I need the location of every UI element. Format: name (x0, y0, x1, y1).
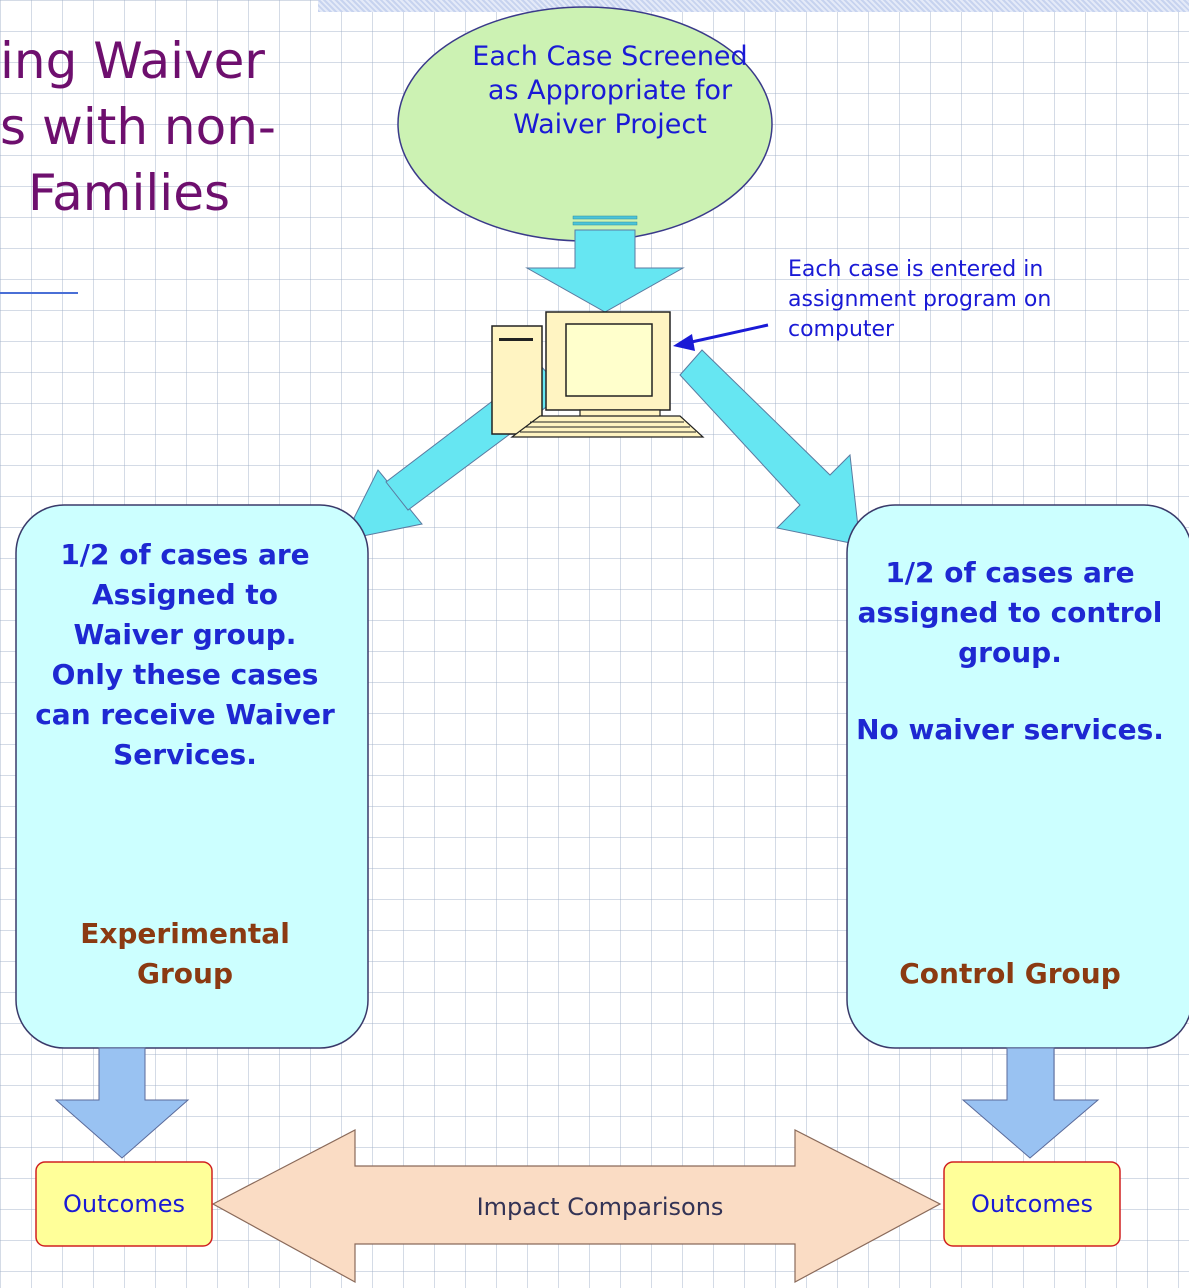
title-line-1: ing Waiver (0, 32, 265, 90)
impact-comparisons-label: Impact Comparisons (476, 1193, 724, 1221)
experimental-box (15, 504, 369, 1049)
experimental-group-label: Experimental Group (80, 917, 290, 990)
pointer-arrow (686, 323, 769, 345)
input-lines (572, 221, 638, 226)
title-line-3: Families (28, 164, 231, 222)
outcomes-right-label: Outcomes (970, 1190, 1094, 1218)
outcomes-left-label: Outcomes (62, 1190, 186, 1218)
computer-note: Each case is entered in assignment progr… (788, 257, 1052, 342)
input-lines (572, 215, 638, 220)
outcomes-left-box (35, 1161, 213, 1247)
computer-icon (491, 311, 705, 438)
control-group-label: Control Group (899, 957, 1121, 990)
outcomes-right-box (943, 1161, 1121, 1247)
impact-double-arrow (211, 1129, 942, 1284)
pointer-arrow-head (673, 334, 695, 351)
arrow-to-control (679, 349, 861, 546)
control-subnote: No waiver services. (856, 713, 1164, 746)
control-description: 1/2 of cases are assigned to control gro… (857, 556, 1163, 669)
experimental-description: 1/2 of cases are Assigned to Waiver grou… (35, 538, 335, 771)
down-arrow-screen (525, 229, 685, 313)
arrow-to-outcomes-right (961, 1047, 1100, 1159)
title-line-2: s with non- (0, 98, 276, 156)
screening-label: Each Case Screened as Appropriate for Wa… (472, 41, 748, 140)
slide-title: ing Waiver s with non- Families (0, 28, 360, 226)
arrow-to-outcomes-left (54, 1047, 190, 1159)
title-underline (0, 292, 78, 294)
header-strip (318, 0, 1189, 12)
